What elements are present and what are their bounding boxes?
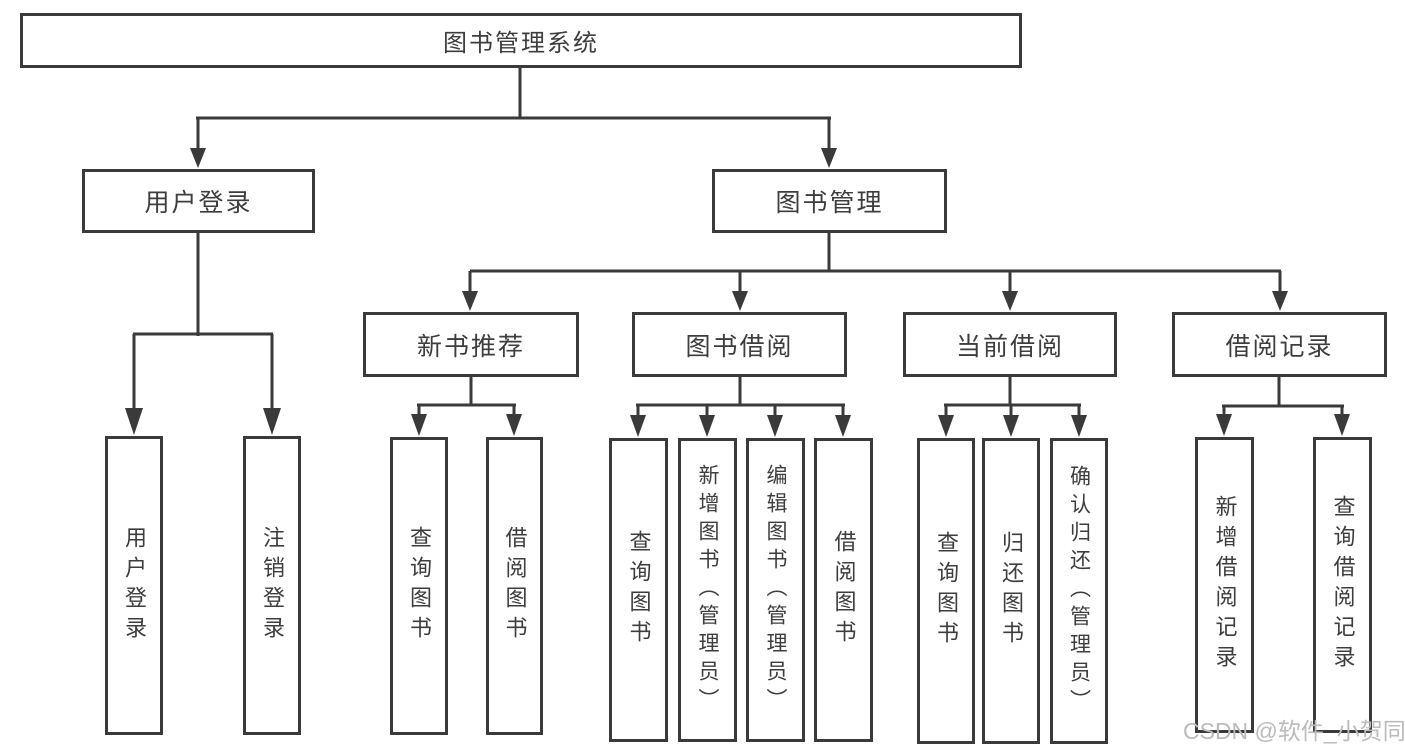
node-borrow-books-label: 借阅图书 [831, 530, 857, 650]
node-logout-label: 注销登录 [260, 525, 285, 646]
node-borrow-books-recommend-label: 借阅图书 [502, 526, 528, 646]
node-borrow-books-recommend: 借阅图书 [486, 437, 543, 735]
csdn-watermark: CSDN @软件_小贺同学 [1183, 718, 1405, 744]
node-borrowing-records-label: 借阅记录 [1225, 332, 1334, 361]
node-borrowing-records: 借阅记录 [1172, 312, 1387, 377]
node-new-book-recommendation-label: 新书推荐 [416, 332, 525, 361]
node-library-management-system: 图书管理系统 [20, 13, 1022, 68]
node-query-books-recommend: 查询图书 [390, 437, 448, 735]
node-book-management: 图书管理 [712, 169, 947, 233]
node-new-book-recommendation: 新书推荐 [363, 312, 579, 377]
node-query-books-current-label: 查询图书 [934, 531, 959, 651]
node-query-borrow-record-label: 查询借阅记录 [1330, 495, 1356, 675]
node-query-books-borrow-label: 查询图书 [626, 530, 652, 650]
node-add-books-admin-label: 新增图书（管理员） [696, 464, 719, 716]
node-borrow-books: 借阅图书 [814, 438, 873, 742]
node-user-login: 用户登录 [105, 436, 163, 735]
node-add-borrow-record-label: 新增借阅记录 [1212, 495, 1238, 675]
node-query-borrow-record: 查询借阅记录 [1313, 437, 1372, 733]
node-current-borrowing: 当前借阅 [903, 312, 1117, 377]
node-library-management-system-label: 图书管理系统 [443, 30, 599, 57]
node-add-books-admin: 新增图书（管理员） [678, 438, 737, 742]
node-user-login-group: 用户登录 [82, 169, 315, 233]
node-return-books: 归还图书 [982, 438, 1040, 744]
node-book-borrowing-label: 图书借阅 [685, 332, 794, 361]
node-confirm-return-admin-label: 确认归还（管理员） [1067, 465, 1091, 717]
node-query-books-recommend-label: 查询图书 [407, 526, 432, 646]
node-return-books-label: 归还图书 [999, 531, 1024, 651]
node-add-borrow-record: 新增借阅记录 [1195, 437, 1254, 733]
node-query-books-borrow: 查询图书 [609, 438, 668, 742]
node-user-login-label: 用户登录 [122, 525, 147, 646]
node-query-books-current: 查询图书 [917, 438, 975, 744]
node-confirm-return-admin: 确认归还（管理员） [1050, 438, 1108, 744]
node-book-management-label: 图书管理 [775, 189, 884, 217]
node-edit-books-admin: 编辑图书（管理员） [746, 438, 805, 742]
node-user-login-group-label: 用户登录 [144, 189, 253, 217]
node-current-borrowing-label: 当前借阅 [955, 332, 1064, 361]
node-edit-books-admin-label: 编辑图书（管理员） [764, 464, 787, 716]
node-logout: 注销登录 [243, 436, 301, 735]
node-book-borrowing: 图书借阅 [632, 312, 847, 377]
